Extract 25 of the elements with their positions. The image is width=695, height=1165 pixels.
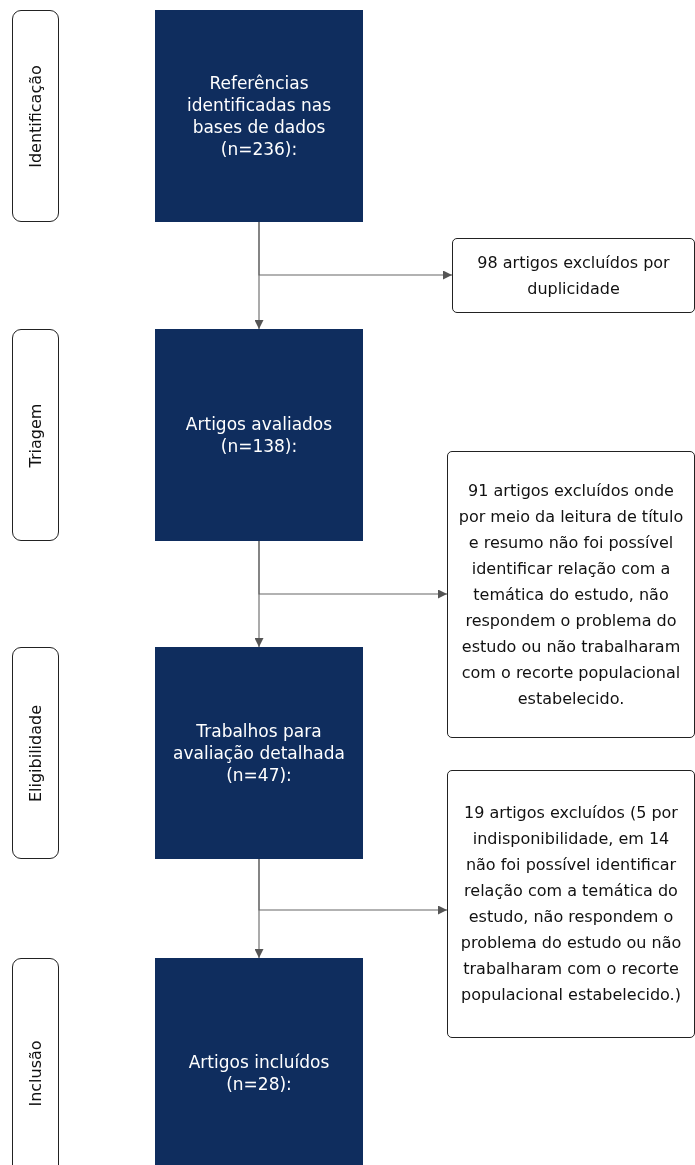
process-box — [155, 958, 363, 1165]
process-box — [155, 329, 363, 541]
phase-label-box — [12, 958, 59, 1165]
exclusion-box — [447, 451, 695, 738]
arrow — [258, 221, 453, 280]
process-box — [155, 647, 363, 859]
phase-label-box — [12, 647, 59, 859]
phase-label: Triagem — [26, 403, 45, 467]
process-box — [155, 10, 363, 222]
phase-label: Inclusão — [26, 1039, 45, 1107]
box-text: 91 artigos excluídos onde por meio da leitura de título e resumo não foi possível identificar relação com a temática do estudo, não respondem o problema do estudo ou não trabalharam com o recorte populacional estabelecido. — [457, 479, 685, 710]
phase-label-box — [12, 10, 59, 222]
exclusion-box — [447, 770, 695, 1038]
phase-label-box — [12, 329, 59, 541]
arrow — [258, 540, 448, 599]
phase-label: Identificação — [26, 64, 45, 168]
box-text: Artigos avaliados (n=138): — [184, 413, 334, 457]
box-text: Referências identificadas nas bases de dados (n=236): — [185, 72, 333, 160]
phase-label: Eligibilidade — [26, 704, 45, 802]
arrow — [258, 858, 448, 915]
exclusion-box — [452, 238, 695, 313]
box-text: Artigos incluídos (n=28): — [187, 1051, 331, 1095]
box-text: 98 artigos excluídos por duplicidade — [476, 251, 671, 300]
box-text: Trabalhos para avaliação detalhada (n=47): — [172, 720, 346, 786]
box-text: 19 artigos excluídos (5 por indisponibilidade, em 14 não foi possível identificar relação com a temática do estudo, não respondem o problema do estudo ou não trabalharam com o recorte populacional estabelecido.) — [459, 802, 683, 1006]
